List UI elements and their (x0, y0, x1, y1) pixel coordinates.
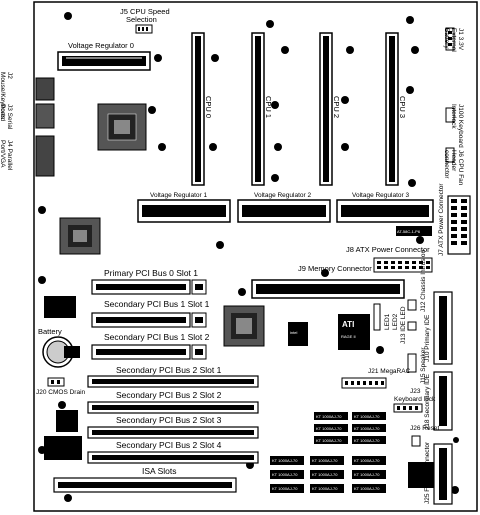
dimm-label: KT 1000AJ-70 (272, 458, 298, 463)
mounting-holes (38, 12, 459, 502)
pci11-label: Secondary PCI Bus 1 Slot 1 (104, 299, 210, 309)
j12-pins (407, 299, 417, 311)
j100-label: J100 Keyboard Interlock (450, 104, 464, 148)
dimm-label: KT 1000AJ-70 (272, 472, 298, 477)
dimm-label: KT 1000AJ-70 (312, 486, 338, 491)
j6-pins (445, 147, 455, 163)
j15-pins (407, 353, 417, 373)
j26-pins (411, 435, 421, 447)
dimm-label: KT 1000AJ-70 (354, 414, 380, 419)
pci24-label: Secondary PCI Bus 2 Slot 4 (116, 440, 222, 450)
j5-label: J5 CPU Speed (120, 7, 170, 16)
dimm-label: KT 1000AJ-70 (316, 414, 342, 419)
vr2-label: Voltage Regulator 2 (254, 192, 312, 199)
dimm-label: KT 1000AJ-70 (354, 438, 380, 443)
j21-label: J21 MegaRAC (368, 368, 411, 375)
cpu2-label: CPU 2 (332, 96, 341, 119)
dimm-label: KT 1000AJ-70 (312, 472, 338, 477)
pci0-label: Primary PCI Bus 0 Slot 1 (104, 268, 199, 278)
pci-bus2-slots (87, 375, 259, 464)
isa-label: ISA Slots (142, 466, 177, 476)
intel-label: intel (290, 330, 298, 335)
j2-connector (35, 77, 55, 101)
j20-label: J20 CMOS Drain (36, 389, 86, 396)
pci23-label: Secondary PCI Bus 2 Slot 3 (116, 415, 222, 425)
j9-label: J9 Memory Connector (298, 264, 372, 273)
pci21-label: Secondary PCI Bus 2 Slot 1 (116, 365, 222, 375)
vr1-label: Voltage Regulator 1 (150, 192, 208, 199)
j3-connector (35, 103, 55, 129)
ati-chip (338, 314, 370, 350)
j4-connector (35, 135, 55, 177)
j5-label-2: Selection (126, 15, 157, 24)
dimm-label: KT 1000AJ-70 (316, 438, 342, 443)
j4-label: J4 Parallel Port/VGA (0, 140, 13, 171)
j23-pins (393, 403, 423, 413)
memory-chips (270, 412, 386, 493)
dimm-label: KT 1000AJ-70 (316, 426, 342, 431)
j26-label: J26 Reset (410, 425, 440, 432)
j12-label: J12 Chassis Intrusion (420, 249, 427, 312)
dimm-label: KT 1000AJ-70 (354, 486, 380, 491)
dimm-label: KT 1000AJ-70 (354, 458, 380, 463)
small-chip (396, 226, 432, 236)
j25-label: J25 Floppy connector (424, 441, 431, 504)
cpu3-label: CPU 3 (398, 96, 407, 119)
j20-pins (47, 377, 65, 387)
small-chip-label: AT-58C-1-P6 (397, 229, 421, 234)
battery-label: Battery (38, 327, 62, 336)
dimm-label: KT 1000AJ-70 (354, 426, 380, 431)
intel-chip (288, 322, 308, 346)
led1-label: LED1 (384, 313, 391, 330)
vr0-label: Voltage Regulator 0 (68, 41, 134, 50)
j7-label: J7 ATX Power Connector (438, 183, 445, 257)
ati-label: ATI (342, 320, 355, 329)
j3-label: J3 Serial Ports (0, 104, 13, 130)
pci-slots (91, 279, 207, 360)
j7-connector (447, 195, 471, 255)
j13-label: J13 IDE LED (400, 306, 407, 344)
j1-label: J1 3.3V External Battery (443, 28, 464, 52)
left-chip-1 (44, 296, 76, 318)
j8-label: J8 ATX Power Connector (346, 245, 430, 254)
voltage-regulators (137, 199, 434, 223)
ati-sub-label: RAGE II (341, 334, 356, 339)
cpu-slots (191, 32, 399, 186)
led2-label: LED2 (392, 313, 399, 330)
led-bar (373, 303, 381, 331)
dimm-label: KT 1000AJ-70 (272, 486, 298, 491)
dimm-label: KT 1000AJ-70 (354, 472, 380, 477)
left-chip-3 (44, 436, 82, 460)
pci22-label: Secondary PCI Bus 2 Slot 2 (116, 390, 222, 400)
j23-label: J23 (410, 388, 421, 395)
cpu0-label: CPU 0 (204, 96, 213, 119)
j8-connector (373, 257, 433, 273)
j13-pins (407, 321, 417, 331)
bottom-right-chip (408, 462, 434, 488)
vr3-label: Voltage Regulator 3 (352, 192, 410, 199)
j6-label: J6 CPU Fan Header connector (443, 150, 464, 186)
dimm-label: KT 1000AJ-70 (312, 458, 338, 463)
j100-pins (445, 107, 455, 123)
keyboard-lock-label: Keyboard lock (394, 396, 436, 403)
cpu1-label: CPU 1 (264, 96, 273, 119)
pci12-label: Secondary PCI Bus 1 Slot 2 (104, 332, 210, 342)
left-chip-2 (56, 410, 78, 432)
